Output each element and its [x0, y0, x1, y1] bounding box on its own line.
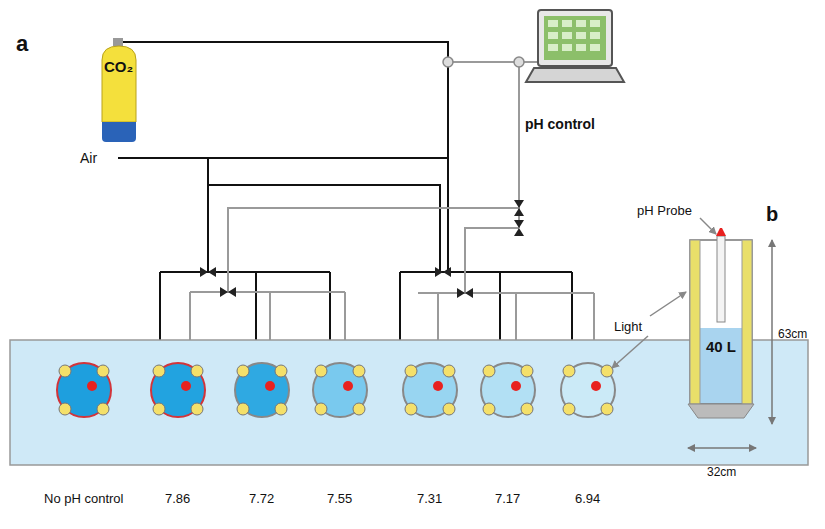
water-bath: [10, 340, 808, 465]
annotation-label: b: [766, 203, 778, 226]
lamp: [191, 403, 203, 415]
leader-line: [612, 336, 648, 368]
ph-probe-dot: [181, 381, 191, 391]
culture-tank: [57, 363, 111, 417]
lamp: [275, 365, 287, 377]
lamp: [237, 365, 249, 377]
lamp: [563, 403, 575, 415]
valve: [200, 200, 524, 298]
lamp: [153, 403, 165, 415]
annotation-label: pH control: [525, 116, 595, 132]
annotation-label: 63cm: [778, 327, 807, 341]
culture-tank: [235, 363, 289, 417]
node-outline: [684, 228, 758, 428]
lamp: [443, 403, 455, 415]
lamp: [153, 365, 165, 377]
lamp: [237, 403, 249, 415]
ph-probe-dot: [343, 381, 353, 391]
annotation-label: Light: [614, 319, 642, 334]
annotation-label: pH Probe: [637, 203, 692, 218]
ph-value-label: 7.86: [165, 491, 190, 506]
lamp: [275, 403, 287, 415]
annotation-label: a: [16, 31, 28, 57]
ph-value-label: 7.31: [417, 491, 442, 506]
junction: [443, 57, 524, 67]
ph-probe-dot: [87, 381, 97, 391]
culture-tank: [481, 363, 535, 417]
reactor-tank: 40 L: [684, 228, 758, 428]
node-text: 40 L: [706, 338, 736, 355]
leader-line: [650, 292, 686, 316]
tank-row: [57, 363, 615, 417]
laptop-icon: [526, 10, 624, 82]
co2-cylinder: CO₂: [98, 38, 140, 142]
lamp: [483, 365, 495, 377]
lamp: [97, 403, 109, 415]
lamp: [405, 365, 417, 377]
lamp: [521, 403, 533, 415]
lamp: [601, 403, 613, 415]
gas-line: [118, 42, 572, 384]
ph-probe-dot: [511, 381, 521, 391]
annotation-label: Air: [80, 150, 97, 166]
ph-value-label: No pH control: [44, 491, 123, 506]
culture-tank: [403, 363, 457, 417]
ph-probe-dot: [433, 381, 443, 391]
culture-tank: [561, 363, 615, 417]
lamp: [353, 365, 365, 377]
lamp: [191, 365, 203, 377]
lamp: [315, 403, 327, 415]
ph-value-label: 7.72: [249, 491, 274, 506]
leader-line: [700, 218, 716, 234]
node-outline: [98, 38, 140, 142]
ph-value-label: 7.17: [495, 491, 520, 506]
lamp: [353, 403, 365, 415]
dimension-line: [771, 240, 773, 424]
lamp: [483, 403, 495, 415]
node-text: CO₂: [104, 58, 133, 75]
ph-value-label: 7.55: [327, 491, 352, 506]
lamp: [443, 365, 455, 377]
lamp: [59, 365, 71, 377]
culture-tank: [151, 363, 205, 417]
lamp: [97, 365, 109, 377]
ph-value-label: 6.94: [575, 491, 600, 506]
ph-probe-dot: [591, 381, 601, 391]
lamp: [521, 365, 533, 377]
lamp: [405, 403, 417, 415]
lamp: [601, 365, 613, 377]
annotation-label: 32cm: [707, 465, 736, 479]
lamp: [59, 403, 71, 415]
culture-tank: [313, 363, 367, 417]
ph-probe-dot: [265, 381, 275, 391]
dimension-line: [688, 447, 756, 449]
control-line: [190, 62, 594, 384]
lamp: [563, 365, 575, 377]
lamp: [315, 365, 327, 377]
